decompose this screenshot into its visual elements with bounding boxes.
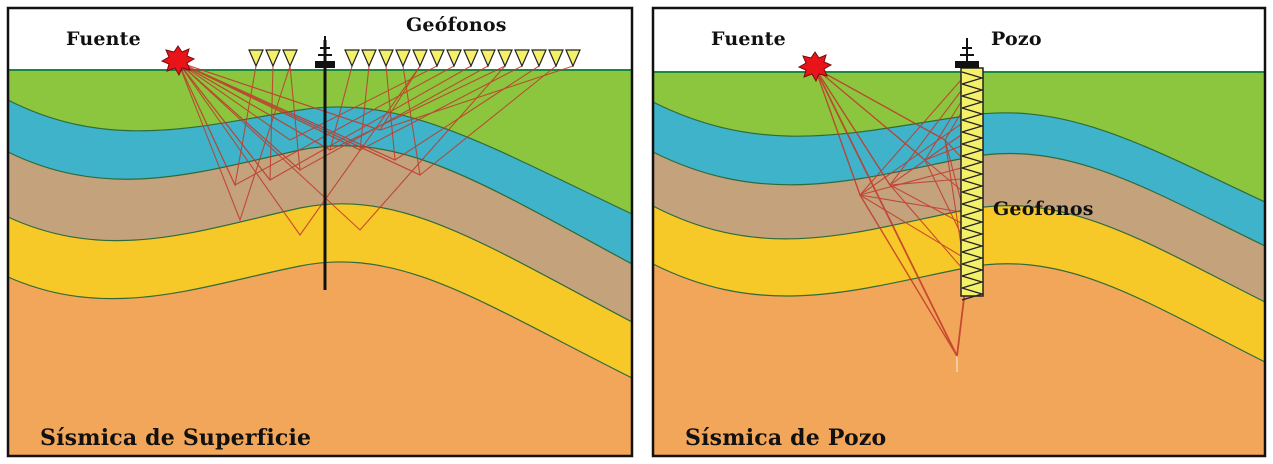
geophone-icon [395, 49, 411, 68]
layer-yellow [8, 201, 632, 378]
source-label: Fuente [711, 28, 786, 50]
layer-green [8, 70, 632, 214]
surface-seismic-diagram [6, 6, 634, 458]
panel-caption: Sísmica de Superficie [40, 425, 312, 451]
ray-path [814, 67, 962, 268]
geophone-icon [961, 239, 985, 253]
panel-frame [6, 6, 634, 458]
panel-frame [651, 6, 1267, 458]
layer-orange [653, 261, 1265, 456]
geophone-icon [514, 49, 530, 68]
geophone-icon [531, 49, 547, 68]
geophone-icon [961, 167, 985, 181]
geophone-icon [961, 83, 985, 97]
layer-tan [653, 150, 1265, 302]
geophone-icon [961, 71, 985, 85]
ray-path [177, 61, 506, 231]
ray-path [177, 61, 455, 186]
geophone-icon [282, 49, 298, 68]
ray-path [177, 61, 489, 171]
geophone-array [248, 49, 581, 68]
geophone-icon [961, 227, 985, 241]
borehole-geophone-column [960, 67, 985, 301]
seismic-rays [814, 67, 966, 372]
source-explosion-icon [797, 51, 833, 83]
geophone-icon [378, 49, 394, 68]
ray-path [814, 67, 962, 246]
drill-rig-icon [315, 36, 335, 68]
ray-path [177, 61, 557, 176]
geophone-icon [480, 49, 496, 68]
geophone-icon [344, 49, 360, 68]
geophone-icon [497, 49, 513, 68]
geophone-icon [961, 107, 985, 121]
layer-yellow [653, 203, 1265, 362]
geophone-icon [961, 155, 985, 169]
geophone-icon [429, 49, 445, 68]
drill-rig-icon [955, 38, 979, 68]
ray-path [177, 61, 438, 141]
ray-path [177, 61, 421, 236]
borehole-seismic-diagram [651, 6, 1267, 458]
geophone-icon [446, 49, 462, 68]
geophones-label: Geófonos [406, 14, 507, 36]
geophone-icon [961, 287, 985, 301]
ray-path [177, 61, 291, 222]
layer-green [653, 72, 1265, 202]
well-label: Pozo [991, 28, 1042, 50]
layer-orange [8, 260, 632, 456]
geophone-icon [265, 49, 281, 68]
geophone-icon [361, 49, 377, 68]
source-label: Fuente [66, 28, 141, 50]
geophone-icon [961, 179, 985, 193]
geophone-icon [961, 131, 985, 145]
geophone-icon [565, 49, 581, 68]
geophone-icon [961, 143, 985, 157]
ray-path [177, 61, 574, 131]
seismic-rays [177, 61, 574, 236]
borehole-seismic-panel: Fuente Pozo Geófonos Sísmica de Pozo [645, 0, 1273, 464]
geophone-icon [961, 191, 985, 205]
panel-caption: Sísmica de Pozo [685, 425, 887, 451]
ray-path [177, 61, 472, 181]
ray-path [177, 61, 540, 161]
geophone-icon [961, 119, 985, 133]
surface-seismic-panel: Fuente Geófonos Sísmica de Superficie [6, 6, 634, 458]
ray-path [177, 61, 506, 151]
layer-tan [8, 143, 632, 322]
geophone-icon [961, 251, 985, 265]
geophone-icon [961, 215, 985, 229]
geophone-icon [463, 49, 479, 68]
geophone-icon [961, 203, 985, 217]
source-explosion-icon [160, 45, 196, 77]
geophone-icon [548, 49, 564, 68]
geophone-icon [961, 275, 985, 289]
geophone-icon [961, 263, 985, 277]
geophone-icon [412, 49, 428, 68]
geophone-icon [248, 49, 264, 68]
ray-path [859, 194, 958, 357]
ray-path [814, 67, 962, 235]
geophone-icon [961, 95, 985, 109]
geophones-label: Geófonos [993, 198, 1094, 220]
